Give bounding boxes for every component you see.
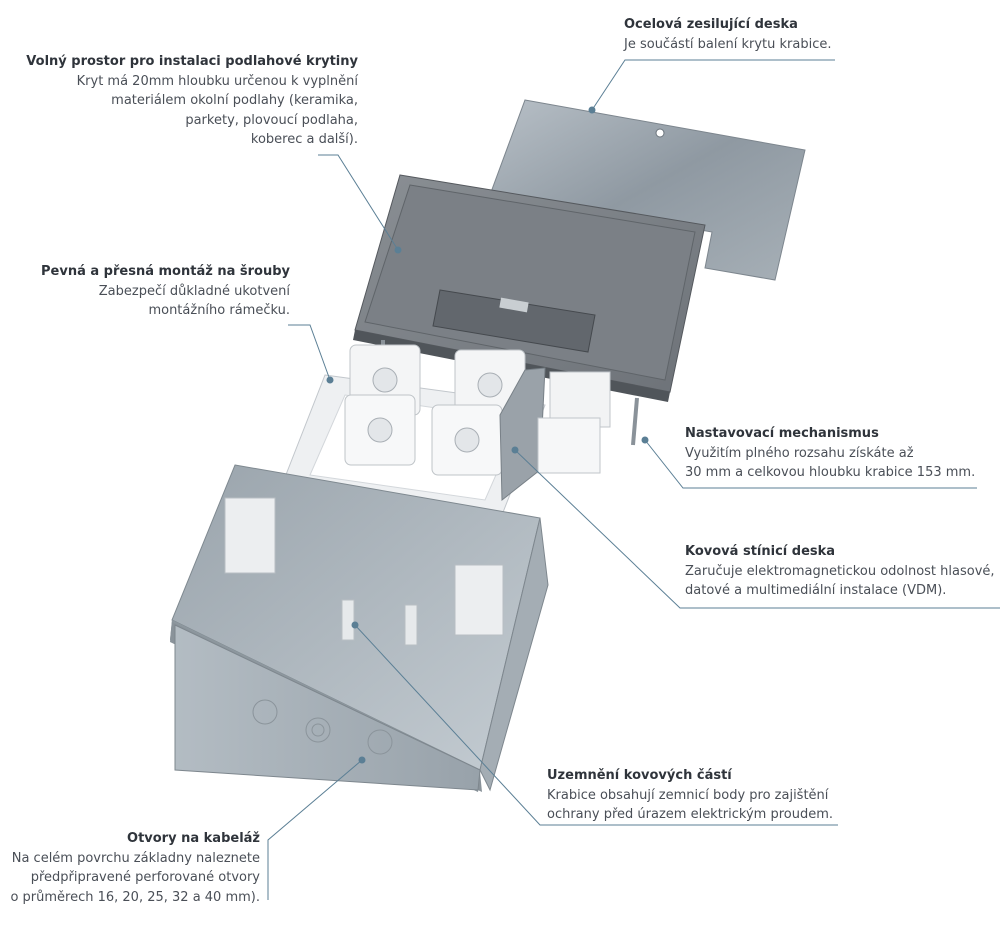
mounting-frame [279, 344, 546, 521]
callout-line: koberec a další). [250, 132, 358, 147]
leader-line-adjustment [644, 439, 977, 489]
data-modules [537, 371, 611, 474]
callout-line: ochrany před úrazem elektrickým proudem. [547, 807, 834, 822]
callout-title: Uzemnění kovových částí [547, 768, 732, 783]
leader-line-flooring [318, 154, 399, 251]
callout-line: Využitím plného rozsahu získáte až [685, 445, 914, 461]
callout-title: Otvory na kabeláž [127, 831, 260, 846]
callout-description: Na celém povrchu základny naleznete před… [0, 849, 260, 908]
callout-title: Pevná a přesná montáž na šrouby [41, 264, 290, 279]
leader-dot-cable-holes [358, 756, 366, 764]
callout-title: Nastavovací mechanismus [685, 426, 879, 441]
callout-line: Zabezpečí důkladné ukotvení [98, 283, 290, 299]
callout-line: Kryt má 20mm hloubku určenou k vyplnění [76, 73, 358, 89]
leader-line-cable-holes [267, 759, 363, 900]
leader-dot-screw-mount [326, 376, 334, 384]
callout-line: parkety, plovoucí podlaha, [185, 112, 358, 128]
leader-lines [267, 59, 1000, 900]
callout-line: Je součástí balení krytu krabice. [624, 36, 832, 52]
callout-cable-holes: Otvory na kabeláž Na celém povrchu zákla… [0, 829, 260, 907]
leader-dot-flooring [394, 246, 402, 254]
callout-description: Využitím plného rozsahu získáte až 30 mm… [685, 444, 1000, 483]
callout-description: Zaručuje elektromagnetickou odolnost hla… [685, 562, 1000, 601]
callout-line: montážního rámečku. [148, 303, 290, 318]
callout-adjustment: Nastavovací mechanismus Využitím plného … [685, 424, 1000, 483]
callout-line: materiálem okolní podlahy (keramika, [111, 93, 358, 108]
base-box-walls [174, 517, 549, 792]
leader-dot-adjustment [641, 436, 649, 444]
leader-line-shielding [514, 449, 1000, 609]
callout-title: Volný prostor pro instalaci podlahové kr… [26, 54, 358, 69]
leader-line-grounding [354, 624, 838, 826]
callout-line: Krabice obsahují zemnicí body pro zajišt… [547, 787, 829, 803]
metal-shielding-plate [499, 367, 546, 502]
leader-dot-steel-plate [588, 106, 596, 114]
leader-line-screw-mount [288, 324, 331, 381]
leader-dot-grounding [351, 621, 359, 629]
callout-grounding: Uzemnění kovových částí Krabice obsahují… [547, 766, 892, 825]
callout-screw-mount: Pevná a přesná montáž na šrouby Zabezpeč… [0, 262, 290, 321]
callout-steel-plate: Ocelová zesilující deska Je součástí bal… [624, 15, 994, 54]
cover-tray [353, 174, 706, 402]
callout-line: předpřipravené perforované otvory [30, 870, 260, 885]
callout-description: Kryt má 20mm hloubku určenou k vyplnění … [0, 72, 358, 150]
callout-title: Ocelová zesilující deska [624, 17, 798, 32]
callout-description: Krabice obsahují zemnicí body pro zajišt… [547, 786, 892, 825]
callout-line: Zaručuje elektromagnetickou odolnost hla… [685, 563, 995, 579]
callout-shielding-plate: Kovová stínicí deska Zaručuje elektromag… [685, 542, 1000, 601]
callout-line: datové a multimediální instalace (VDM). [685, 583, 947, 598]
callout-title: Kovová stínicí deska [685, 544, 836, 559]
callout-description: Je součástí balení krytu krabice. [624, 35, 994, 55]
callout-description: Zabezpečí důkladné ukotvení montážního r… [0, 282, 290, 321]
callout-line: 30 mm a celkovou hloubku krabice 153 mm. [685, 465, 976, 480]
leader-dot-shielding [511, 446, 519, 454]
socket-holders [224, 497, 504, 646]
leader-line-steel-plate [591, 59, 835, 111]
callout-line: Na celém povrchu základny naleznete [11, 850, 260, 866]
callout-flooring-space: Volný prostor pro instalaci podlahové kr… [0, 52, 358, 150]
callout-line: o průměrech 16, 20, 25, 32 a 40 mm). [10, 889, 260, 905]
